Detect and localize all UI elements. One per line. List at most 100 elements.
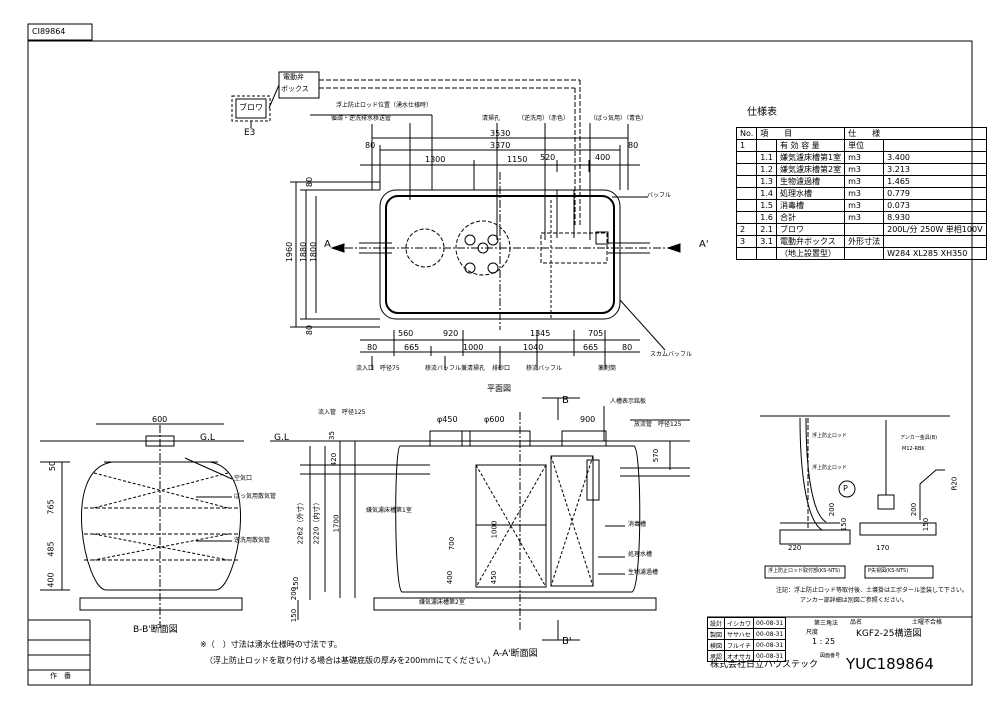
aa-inlet-pipe-label: 流入管 呼径125 [318,409,366,416]
detail-anchor-label: アンカー金具(B) [900,435,938,441]
aa-manhole-450: φ450 [437,415,458,424]
dim-665-right: 665 [583,343,599,352]
detail-dim-220: 220 [788,544,802,552]
aa-marker-b-prime: B' [562,636,572,647]
spec-col-no: No. [735,127,758,140]
aa-chamber-1-label: 嫌気濾床槽第1室 [366,507,412,514]
aa-marker-b: B [562,395,569,406]
drawing-number-label: 図面番号 [820,653,841,659]
table-cell: 1.5 [756,199,778,212]
valve-box-label-1: 電動弁 [283,73,304,81]
table-cell: 単位 [844,139,885,152]
table-cell [735,247,758,260]
transfer-pipe-label: 循環・逆洗排水移送管 [331,115,392,122]
scale-label: 尺度 [806,629,819,636]
dim-400: 400 [595,153,611,162]
valve-box-label-2: ボックス [281,85,309,93]
flow-baffle-label: 移流バッフル [526,365,563,372]
aa-dim-400: 400 [446,570,455,585]
detail-caption-rod: 浮上防止ロッド取付部(KS-NTS) [768,568,841,574]
table-cell: 2 [735,223,758,236]
table-cell: 承認 [706,650,726,662]
table-cell: 0.779 [883,187,987,200]
dim-920: 920 [443,329,459,338]
aa-dim-450: 450 [490,570,499,585]
aa-width-900: 900 [580,415,596,424]
dim-80-bottom-right: 80 [622,343,633,352]
table-cell: m3 [844,163,885,176]
scum-baffle-label: スカムバッフル [650,351,693,358]
work-number-label: 作 番 [50,672,71,680]
detail-anchor-spec: M12-RBK [902,446,925,452]
table-cell: （地上設置型） [776,247,846,260]
table-cell: m3 [844,151,885,164]
dim-1000: 1000 [463,343,484,352]
inlet-label: 流入口 呼径75 [356,365,400,372]
dim-705: 705 [588,329,604,338]
rod-position-label: 浮上防止ロッド位置（湧水仕様時） [336,102,433,109]
table-cell: 1.1 [756,151,778,164]
table-cell [735,175,758,188]
note-base-thickness: （浮上防止ロッドを取り付ける場合は基礎底版の厚みを200mmにてください。） [205,656,496,665]
dim-560: 560 [398,329,414,338]
table-cell: 処理水槽 [776,187,846,200]
bb-ground-level: G.L [200,433,215,443]
spec-col-spec: 仕 様 [844,127,987,140]
table-cell: 1.6 [756,211,778,224]
dim-1960: 1960 [285,241,295,263]
table-cell: 2.1 [756,223,778,236]
bb-dim-485: 485 [46,541,56,557]
cleaning-hole-label: 清掃孔 [482,115,501,122]
spec-col-item: 項 目 [756,127,846,140]
detail-r20: R20 [950,476,959,491]
aa-dim-35: 35 [327,431,336,440]
detail-note-1: 注記：浮上防止ロッド等取付後、土壌掛はエポタール塗装して下さい。 [776,587,968,594]
detail-dim-150a: 150 [840,517,849,532]
aa-section-title: A-A'断面図 [493,649,538,659]
dim-80-side-top: 80 [305,176,315,188]
table-cell: 00-08-31 [753,650,787,662]
bb-width-dim: 600 [152,415,168,424]
drawing-number: YUC189864 [846,655,934,673]
table-cell: 電動弁ボックス [776,235,846,248]
detail-note-2: アンカー部詳細は別図ご参照ください。 [800,597,908,604]
product-name: KGF2-25構造図 [856,629,922,639]
projection-label: 第三角法 [814,620,839,627]
dim-1040: 1040 [523,343,544,352]
aa-manhole-600: φ600 [484,415,505,424]
section-marker-a-prime: A' [699,239,709,250]
table-cell [735,211,758,224]
spec-header-row: No. 項 目 仕 様 [735,127,987,140]
table-cell: 設計 [706,617,726,629]
detail-dim-200a: 200 [828,502,837,517]
dim-80-right: 80 [628,141,639,150]
table-cell: 3 [735,235,758,248]
detail-dim-200b: 200 [910,502,919,517]
table-cell: イシカワ [724,617,755,629]
table-cell: 00-08-31 [753,639,787,651]
table-cell: 3.213 [883,163,987,176]
table-cell [844,247,885,260]
table-cell [844,223,885,236]
table-cell: 3.1 [756,235,778,248]
aa-dim-700: 700 [448,536,457,551]
aa-chamber-2-label: 嫌気濾床槽第2室 [419,599,465,606]
table-cell: m3 [844,175,885,188]
bb-dim-50: 50 [48,460,58,472]
table-cell: ササハセ [724,628,755,640]
table-cell [735,199,758,212]
drawing-code: 土曜不合格 [912,619,943,626]
table-cell: W284 XL285 XH350 [883,247,987,260]
table-cell [883,235,987,248]
flow-baffle-hole-label: 移流バッフル兼清掃孔 [425,365,486,372]
aa-dim-2262: 2262（外寸） [296,498,305,545]
section-marker-a: A [324,239,331,250]
